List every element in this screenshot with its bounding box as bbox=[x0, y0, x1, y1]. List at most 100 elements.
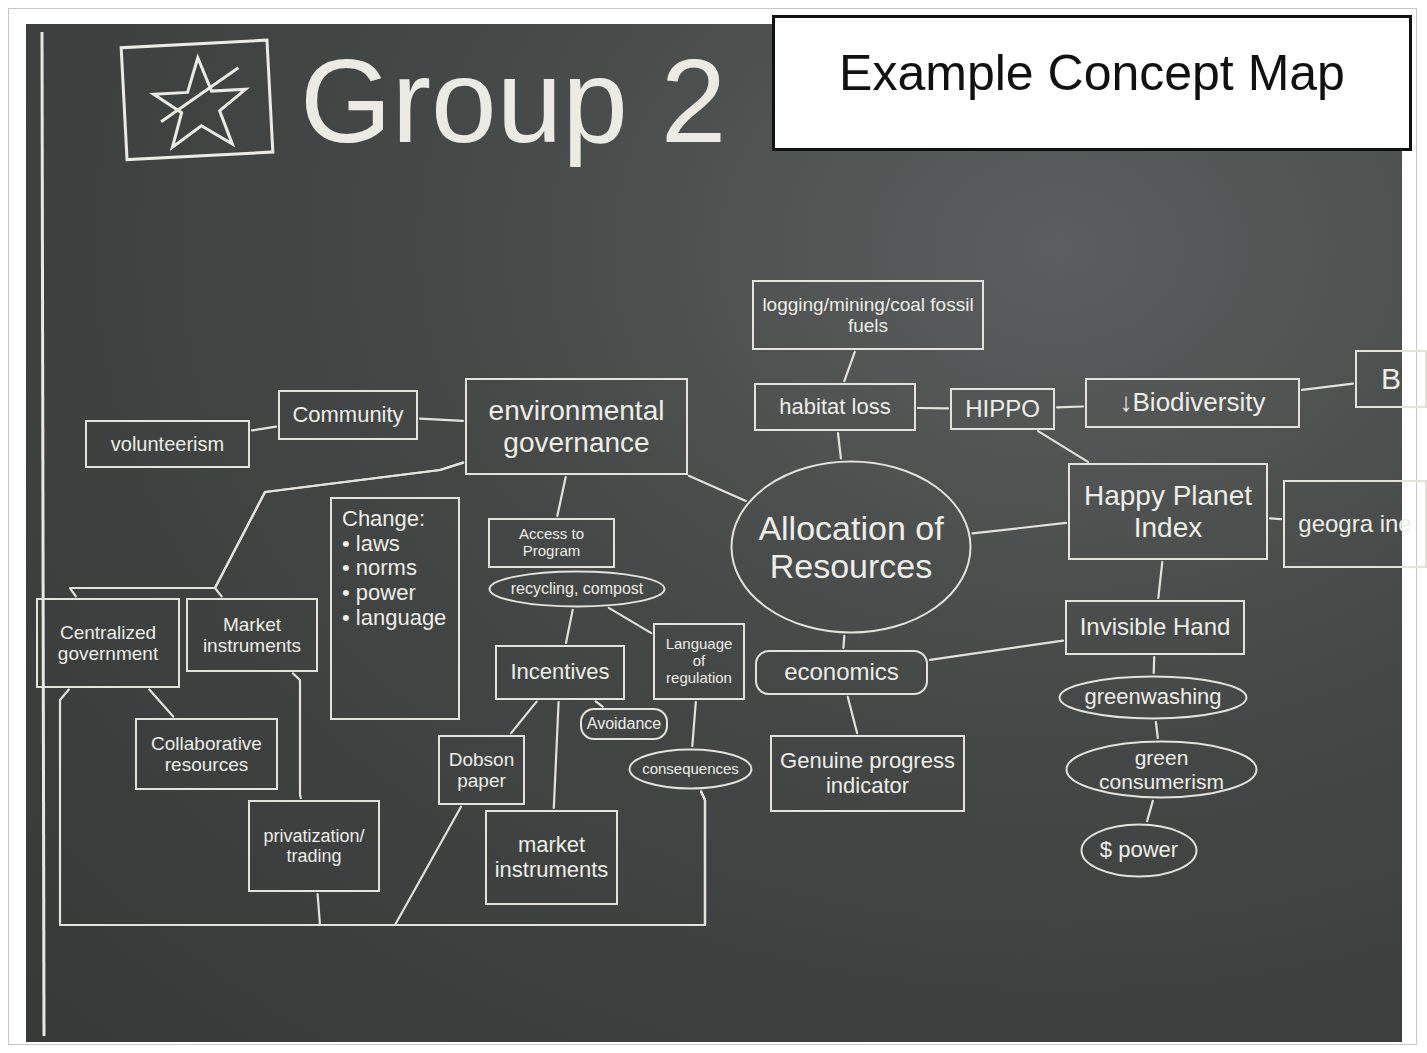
connector bbox=[554, 702, 559, 808]
node-text: HIPPO bbox=[965, 396, 1040, 423]
node-text: Avoidance bbox=[587, 715, 661, 733]
concept-box: economics bbox=[755, 650, 928, 695]
oval-shape bbox=[1060, 677, 1247, 719]
concept-box: Language of regulation bbox=[653, 623, 745, 700]
connector bbox=[60, 690, 705, 926]
node-text: Community bbox=[292, 403, 403, 428]
concept-box: geogra ine bbox=[1283, 480, 1427, 568]
concept-oval: greenwashing bbox=[1058, 675, 1248, 720]
node-text: $ power bbox=[1100, 838, 1178, 863]
oval-shape bbox=[490, 572, 665, 607]
connector bbox=[1057, 405, 1083, 408]
concept-oval: Allocation of Resources bbox=[730, 460, 972, 634]
connector bbox=[689, 476, 746, 501]
concept-oval: green consumerism bbox=[1065, 740, 1258, 799]
node-text: Allocation of Resources bbox=[748, 509, 954, 585]
concept-box: Happy Planet Index bbox=[1068, 463, 1268, 560]
node-text: economics bbox=[784, 659, 899, 686]
node-text: Genuine progress indicator bbox=[780, 749, 955, 798]
concept-box: Access to Program bbox=[488, 518, 615, 568]
star bbox=[152, 55, 248, 148]
connector bbox=[692, 702, 696, 746]
node-text: B bbox=[1381, 362, 1401, 396]
node-text: Dobson paper bbox=[448, 749, 515, 792]
node-text: green consumerism bbox=[1083, 746, 1240, 793]
concept-box: logging/mining/coal fossil fuels bbox=[752, 280, 984, 350]
concept-box: Genuine progress indicator bbox=[770, 735, 965, 812]
oval-shape bbox=[732, 462, 971, 633]
concept-oval: consequences bbox=[628, 748, 753, 790]
node-text: logging/mining/coal fossil fuels bbox=[762, 294, 974, 337]
node-text: • laws bbox=[342, 532, 400, 557]
connector bbox=[420, 419, 463, 421]
concept-box: environmental governance bbox=[465, 378, 688, 475]
connector bbox=[930, 641, 1063, 660]
connector bbox=[848, 697, 857, 733]
node-text: volunteerism bbox=[111, 433, 224, 455]
concept-box: privatization/ trading bbox=[248, 800, 380, 892]
concept-box: Avoidance bbox=[580, 708, 668, 740]
star-symbol bbox=[121, 40, 273, 159]
node-text: Language of regulation bbox=[663, 636, 735, 686]
connector bbox=[293, 673, 301, 798]
connector bbox=[1270, 517, 1281, 520]
concept-box: Change:• laws• norms• power• language bbox=[330, 497, 460, 720]
board-title: Group 2 bbox=[300, 42, 726, 160]
concept-box: HIPPO bbox=[950, 388, 1055, 430]
concept-box: market instruments bbox=[485, 810, 618, 905]
connector bbox=[215, 463, 463, 597]
concept-oval: recycling, compost bbox=[488, 570, 666, 608]
connector bbox=[1158, 562, 1162, 598]
node-text: Access to Program bbox=[498, 526, 605, 560]
concept-box: Incentives bbox=[495, 645, 625, 700]
connector bbox=[838, 433, 841, 458]
board-edge-line bbox=[42, 32, 44, 1036]
concept-box: Market instruments bbox=[186, 598, 318, 672]
connector bbox=[609, 608, 652, 633]
node-text: Incentives bbox=[510, 660, 609, 685]
concept-box: volunteerism bbox=[85, 420, 250, 468]
connector bbox=[1153, 657, 1156, 673]
node-text: market instruments bbox=[495, 833, 609, 882]
concept-box: ↓Biodiversity bbox=[1085, 378, 1300, 428]
node-text: Collaborative resources bbox=[145, 733, 268, 776]
node-text: • norms bbox=[342, 556, 417, 581]
node-text: privatization/ trading bbox=[258, 826, 370, 866]
oval-shape bbox=[1082, 825, 1197, 877]
connector bbox=[596, 701, 603, 706]
concept-box: Collaborative resources bbox=[135, 718, 278, 790]
label-box: Example Concept Map bbox=[772, 15, 1412, 151]
node-text: habitat loss bbox=[779, 395, 890, 420]
concept-box: Dobson paper bbox=[438, 735, 525, 805]
connector bbox=[1156, 722, 1158, 738]
star-stroke bbox=[158, 68, 241, 122]
connector bbox=[973, 523, 1067, 534]
node-text: greenwashing bbox=[1085, 685, 1222, 710]
node-text: • power bbox=[342, 581, 416, 606]
concept-oval: $ power bbox=[1080, 823, 1198, 878]
connector bbox=[842, 636, 845, 648]
node-text: ↓Biodiversity bbox=[1120, 388, 1266, 417]
node-text: Happy Planet Index bbox=[1078, 480, 1258, 543]
node-text: Centralized government bbox=[46, 622, 170, 665]
connector bbox=[318, 792, 705, 925]
concept-box: Community bbox=[278, 390, 418, 440]
connector bbox=[844, 352, 855, 381]
connector bbox=[395, 792, 705, 925]
connector bbox=[557, 477, 565, 516]
node-text: Market instruments bbox=[196, 614, 308, 657]
connector bbox=[1302, 384, 1353, 390]
connector bbox=[252, 427, 276, 431]
concept-box: B bbox=[1355, 350, 1427, 408]
concept-box: Invisible Hand bbox=[1065, 600, 1245, 655]
node-text: Change: bbox=[342, 507, 425, 532]
node-text: consequences bbox=[642, 761, 739, 778]
connector bbox=[70, 463, 463, 597]
connector bbox=[566, 610, 573, 643]
node-text: environmental governance bbox=[475, 395, 678, 458]
concept-box: habitat loss bbox=[754, 383, 916, 431]
star-box bbox=[121, 40, 273, 159]
connector bbox=[1147, 801, 1153, 821]
node-text: • language bbox=[342, 606, 446, 631]
